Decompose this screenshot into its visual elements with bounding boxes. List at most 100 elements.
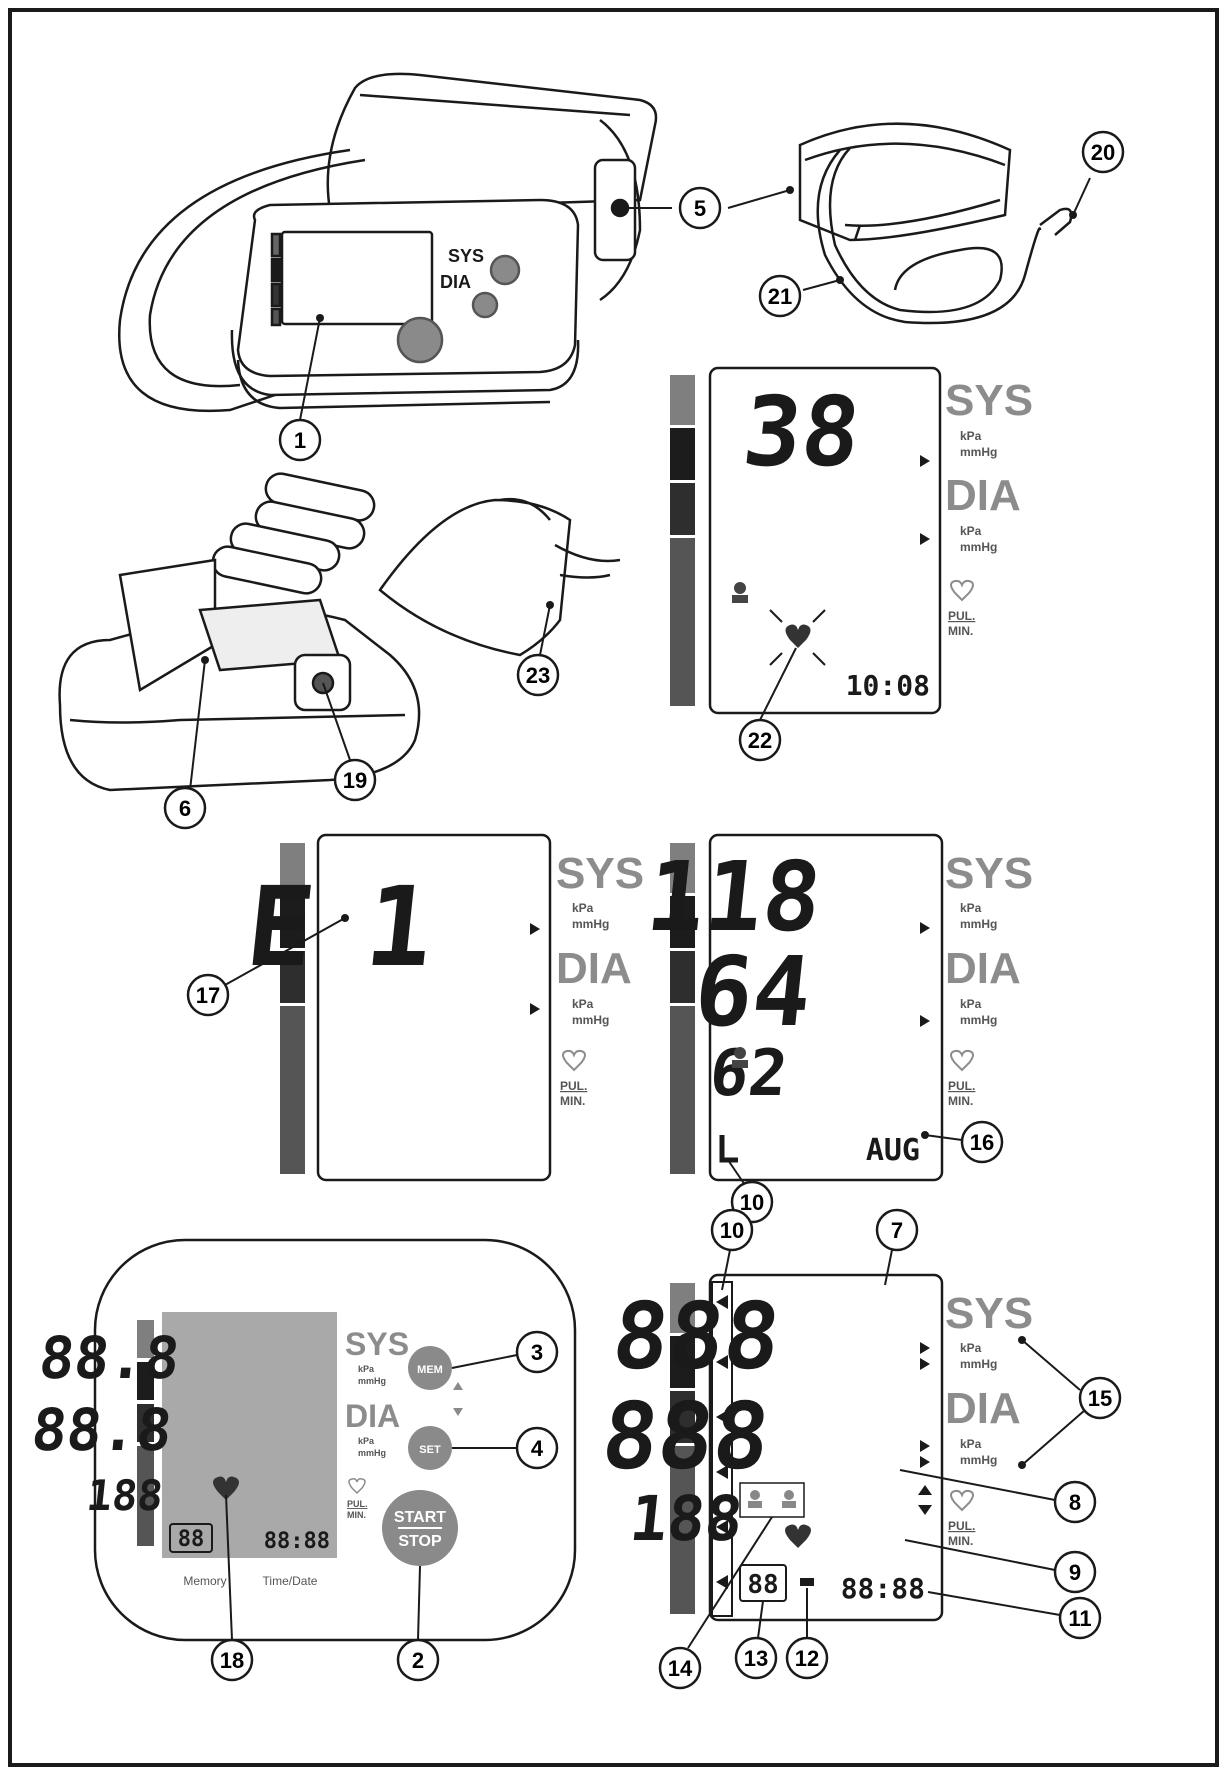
- error-dia-kpa: kPa: [572, 997, 594, 1011]
- callout-16: 16: [921, 1120, 1004, 1164]
- callout-22-number: 22: [748, 728, 772, 753]
- callout-7-number: 7: [891, 1218, 903, 1243]
- callout-10a-number: 10: [740, 1190, 764, 1215]
- mem-button-label: MEM: [417, 1364, 443, 1376]
- device-heart-icon: [213, 1476, 239, 1500]
- callout-17-number: 17: [196, 983, 220, 1008]
- callout-19: 19: [322, 682, 377, 802]
- down-arrow-icon: [453, 1408, 463, 1416]
- pulse-heart-outline-icon: [950, 579, 974, 602]
- user2-icon: [782, 1490, 796, 1508]
- display-inflating: 38 10:08 SYS kPa mmHg DIA kPa mmHg PUL. …: [670, 366, 1033, 715]
- full-dia-digits: 888: [597, 1382, 774, 1490]
- bp-level-bar-3: [670, 483, 695, 535]
- callout-15: 15: [1018, 1336, 1122, 1469]
- inflating-dia-mmhg: mmHg: [960, 540, 997, 554]
- callout-3-number: 3: [531, 1340, 543, 1365]
- callout-17: 17: [186, 914, 349, 1017]
- set-button[interactable]: SET: [408, 1426, 452, 1470]
- callout-13-number: 13: [744, 1646, 768, 1671]
- up-arrow-icon: [453, 1382, 463, 1390]
- error-dia-label: DIA: [556, 944, 632, 993]
- start-label: START: [394, 1509, 446, 1526]
- callout-4-number: 4: [531, 1436, 544, 1461]
- display-error: E 1 SYS kPa mmHg DIA kPa mmHg PUL. MIN.: [241, 833, 644, 1182]
- inflating-dia-label: DIA: [945, 471, 1021, 520]
- error-bp-bar-4: [280, 1006, 305, 1174]
- full-pulse-digits: 188: [627, 1482, 747, 1555]
- avg-bp-bar-1: [670, 843, 695, 893]
- callout-2: 2: [396, 1565, 440, 1682]
- device-sys-kpa: kPa: [358, 1364, 375, 1374]
- callout-13: 13: [734, 1600, 778, 1680]
- error-sys-label: SYS: [556, 849, 644, 898]
- device-pul-label: PUL.: [347, 1499, 368, 1509]
- full-down-arrow-icon: [918, 1505, 932, 1515]
- bp-level-bar-1: [670, 375, 695, 425]
- start-stop-button[interactable]: START STOP: [382, 1490, 458, 1566]
- inflating-sys-label: SYS: [945, 376, 1033, 425]
- full-pulse-heart-outline-icon: [950, 1489, 974, 1512]
- error-bp-bar-3: [280, 951, 305, 1003]
- storage-pouch-illustration: [378, 497, 621, 657]
- device-sys-label: SYS: [345, 1326, 409, 1362]
- avg-pul-label: PUL.: [948, 1079, 975, 1093]
- avg-dia-label: DIA: [945, 944, 1021, 993]
- bp-level-bar-2: [670, 428, 695, 480]
- bp-level-bar-4: [670, 538, 695, 706]
- callout-1-number: 1: [294, 428, 306, 453]
- callout-1: 1: [278, 314, 324, 462]
- full-dia-label: DIA: [945, 1384, 1021, 1433]
- full-dia-kpa: kPa: [960, 1437, 982, 1451]
- full-min-label: MIN.: [948, 1534, 973, 1548]
- callout-20: 20: [1069, 130, 1125, 219]
- error-code-letter: E: [241, 864, 321, 992]
- callout-6-number: 6: [179, 796, 191, 821]
- callout-18-number: 18: [220, 1648, 244, 1673]
- inflating-dia-kpa: kPa: [960, 524, 982, 538]
- callout-8: 8: [899, 1469, 1097, 1524]
- inflating-sys-mmhg: mmHg: [960, 445, 997, 459]
- inflating-pul-label: PUL.: [948, 609, 975, 623]
- device-min-label: MIN.: [347, 1510, 366, 1520]
- inflating-pressure-value: 38: [738, 376, 865, 488]
- callout-22: 22: [738, 647, 797, 762]
- inflating-time-value: 10:08: [846, 669, 930, 702]
- callout-10b-number: 10: [720, 1218, 744, 1243]
- device-dia-digits: 88.8: [29, 1396, 176, 1464]
- set-button-label: SET: [419, 1444, 441, 1456]
- display-full-segments: 888 888 188 88 88:88 SYS kPa mmHg DIA kP…: [597, 1273, 1033, 1622]
- full-pul-label: PUL.: [948, 1519, 975, 1533]
- full-up-arrow-icon: [918, 1485, 932, 1495]
- device-sys-mmhg: mmHg: [358, 1376, 386, 1386]
- device-time-digits: 88:88: [264, 1529, 330, 1554]
- user-icon: [732, 582, 748, 603]
- callout-10-b: 10: [710, 1208, 754, 1291]
- avg-sys-kpa: kPa: [960, 901, 982, 915]
- error-pul-label: PUL.: [560, 1079, 587, 1093]
- callout-5: 5: [620, 186, 794, 230]
- mem-button[interactable]: MEM: [408, 1346, 452, 1390]
- avg-indicator-icon: [719, 1135, 738, 1163]
- battery-compartment-illustration: [58, 472, 421, 792]
- device-pulse-heart-outline-icon: [348, 1478, 366, 1495]
- timedate-caption: Time/Date: [263, 1574, 318, 1588]
- device-sys-digits: 88.8: [36, 1324, 183, 1392]
- full-sys-digits: 888: [608, 1282, 785, 1390]
- avg-dia-mmhg: mmHg: [960, 1013, 997, 1027]
- avg-label: AUG: [866, 1133, 920, 1168]
- heartbeat-icon: [769, 609, 826, 666]
- monitor-sys-label: SYS: [448, 246, 484, 266]
- callout-15-number: 15: [1088, 1386, 1112, 1411]
- device-dia-mmhg: mmHg: [358, 1448, 386, 1458]
- avg-bp-bar-3: [670, 951, 695, 1003]
- error-sys-mmhg: mmHg: [572, 917, 609, 931]
- memory-caption: Memory: [183, 1574, 226, 1588]
- callout-16-number: 16: [970, 1130, 994, 1155]
- avg-pulse-value: 62: [706, 1036, 791, 1111]
- callout-8-number: 8: [1069, 1490, 1081, 1515]
- device-pulse-digits: 188: [84, 1471, 165, 1520]
- callout-14: 14: [658, 1516, 773, 1690]
- error-pulse-heart-icon: [562, 1049, 586, 1072]
